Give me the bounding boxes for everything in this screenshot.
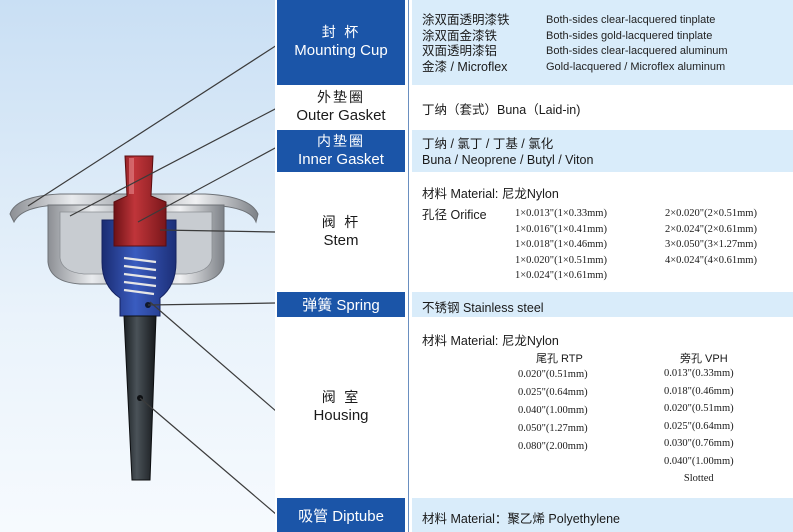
rtp-value: 0.080"(2.00mm) (518, 441, 588, 452)
spring-shape (123, 256, 157, 296)
inner-gasket-line1: 丁纳 / 氯丁 / 丁基 / 氯化 (422, 137, 554, 151)
mounting-cup-en: Mounting Cup (294, 42, 388, 59)
vph-value: 0.013"(0.33mm) (664, 368, 734, 379)
vph-value: 0.030"(0.76mm) (664, 438, 734, 449)
diptube-details: 材料 Material：聚乙烯 Polyethylene (412, 498, 793, 532)
orifice-value: 3×0.050"(3×1.27mm) (665, 239, 757, 251)
housing-zh: 阀 室 (321, 390, 361, 406)
rtp-value: 0.040"(1.00mm) (518, 405, 588, 416)
stem-details: 材料 Material: 尼龙Nylon 孔径 Orifice 1×0.013"… (412, 173, 793, 291)
label-spring: 弹簧 Spring (277, 292, 405, 317)
rtp-value: 0.050"(1.27mm) (518, 423, 588, 434)
orifice-value: 1×0.024"(1×0.61mm) (515, 270, 607, 282)
inner-gasket-line2: Buna / Neoprene / Butyl / Viton (422, 153, 594, 167)
label-stem: 阀 杆 Stem (277, 173, 405, 291)
vph-value: Slotted (683, 473, 714, 484)
diptube-label: 吸管 Diptube (298, 507, 384, 525)
rtp-title: 尾孔 RTP (536, 353, 583, 365)
diptube-text: 材料 Material：聚乙烯 Polyethylene (422, 512, 620, 526)
housing-material: 材料 Material: 尼龙Nylon (422, 334, 559, 348)
outer-gasket-en: Outer Gasket (296, 107, 386, 124)
orifice-value: 2×0.020"(2×0.51mm) (665, 208, 757, 219)
stem-zh: 阀 杆 (321, 214, 361, 231)
orifice-value: 4×0.024"(4×0.61mm) (665, 254, 757, 266)
inner-gasket-zh: 内垫圈 (317, 133, 365, 150)
vph-title: 旁孔 VPH (680, 353, 728, 365)
inner-gasket-details: 丁纳 / 氯丁 / 丁基 / 氯化 Buna / Neoprene / Buty… (412, 130, 793, 172)
valve-illustration (0, 0, 275, 532)
rtp-values: 0.020"(0.51mm) 0.025"(0.64mm) 0.040"(1.0… (518, 366, 588, 456)
housing-details: 材料 Material: 尼龙Nylon 尾孔 RTP 0.020"(0.51m… (412, 318, 793, 497)
outer-gasket-details: 丁纳（套式）Buna（Laid-in) (412, 86, 793, 129)
orifice-value: 1×0.013"(1×0.33mm) (515, 208, 607, 219)
vph-value: 0.040"(1.00mm) (664, 455, 734, 467)
mounting-cup-zh: 封 杯 (321, 25, 361, 41)
stem-orifice-col1: 1×0.013"(1×0.33mm) 1×0.016"(1×0.41mm) 1×… (515, 206, 607, 284)
label-inner-gasket: 内垫圈 Inner Gasket (277, 130, 405, 172)
spring-label: 弹簧 Spring (302, 297, 380, 314)
orifice-value: 2×0.024"(2×0.61mm) (665, 223, 757, 235)
spring-details: 不锈钢 Stainless steel (412, 292, 793, 317)
rtp-value: 0.025"(0.64mm) (518, 387, 588, 398)
column-separator (408, 0, 409, 532)
stem-orifice-col2: 2×0.020"(2×0.51mm) 2×0.024"(2×0.61mm) 3×… (665, 206, 757, 268)
vph-value: 0.020"(0.51mm) (664, 403, 734, 414)
housing-en: Housing (313, 407, 369, 424)
rtp-value: 0.020"(0.51mm) (518, 369, 588, 380)
inner-gasket-en: Inner Gasket (298, 150, 384, 168)
vph-value: 0.018"(0.46mm) (664, 385, 734, 397)
stem-material: 材料 Material: 尼龙Nylon (422, 187, 559, 201)
stem-orifice-label: 孔径 Orifice (422, 208, 487, 222)
orifice-value: 1×0.016"(1×0.41mm) (515, 223, 607, 235)
spring-text: 不锈钢 Stainless steel (422, 301, 544, 315)
vph-values: 0.013"(0.33mm) 0.018"(0.46mm) 0.020"(0.5… (664, 365, 734, 488)
label-mounting-cup: 封 杯 Mounting Cup (277, 0, 405, 85)
outer-gasket-zh: 外垫圈 (317, 90, 365, 106)
outer-gasket-text: 丁纳（套式）Buna（Laid-in) (422, 103, 581, 117)
orifice-value: 1×0.018"(1×0.46mm) (515, 239, 607, 251)
vph-value: 0.025"(0.64mm) (664, 420, 734, 432)
stem-shape (113, 155, 167, 247)
label-diptube: 吸管 Diptube (277, 498, 405, 532)
stem-en: Stem (323, 231, 359, 249)
label-housing: 阀 室 Housing (277, 318, 405, 497)
leader-lines (27, 45, 275, 515)
label-outer-gasket: 外垫圈 Outer Gasket (277, 86, 405, 129)
orifice-value: 1×0.020"(1×0.51mm) (515, 254, 607, 266)
